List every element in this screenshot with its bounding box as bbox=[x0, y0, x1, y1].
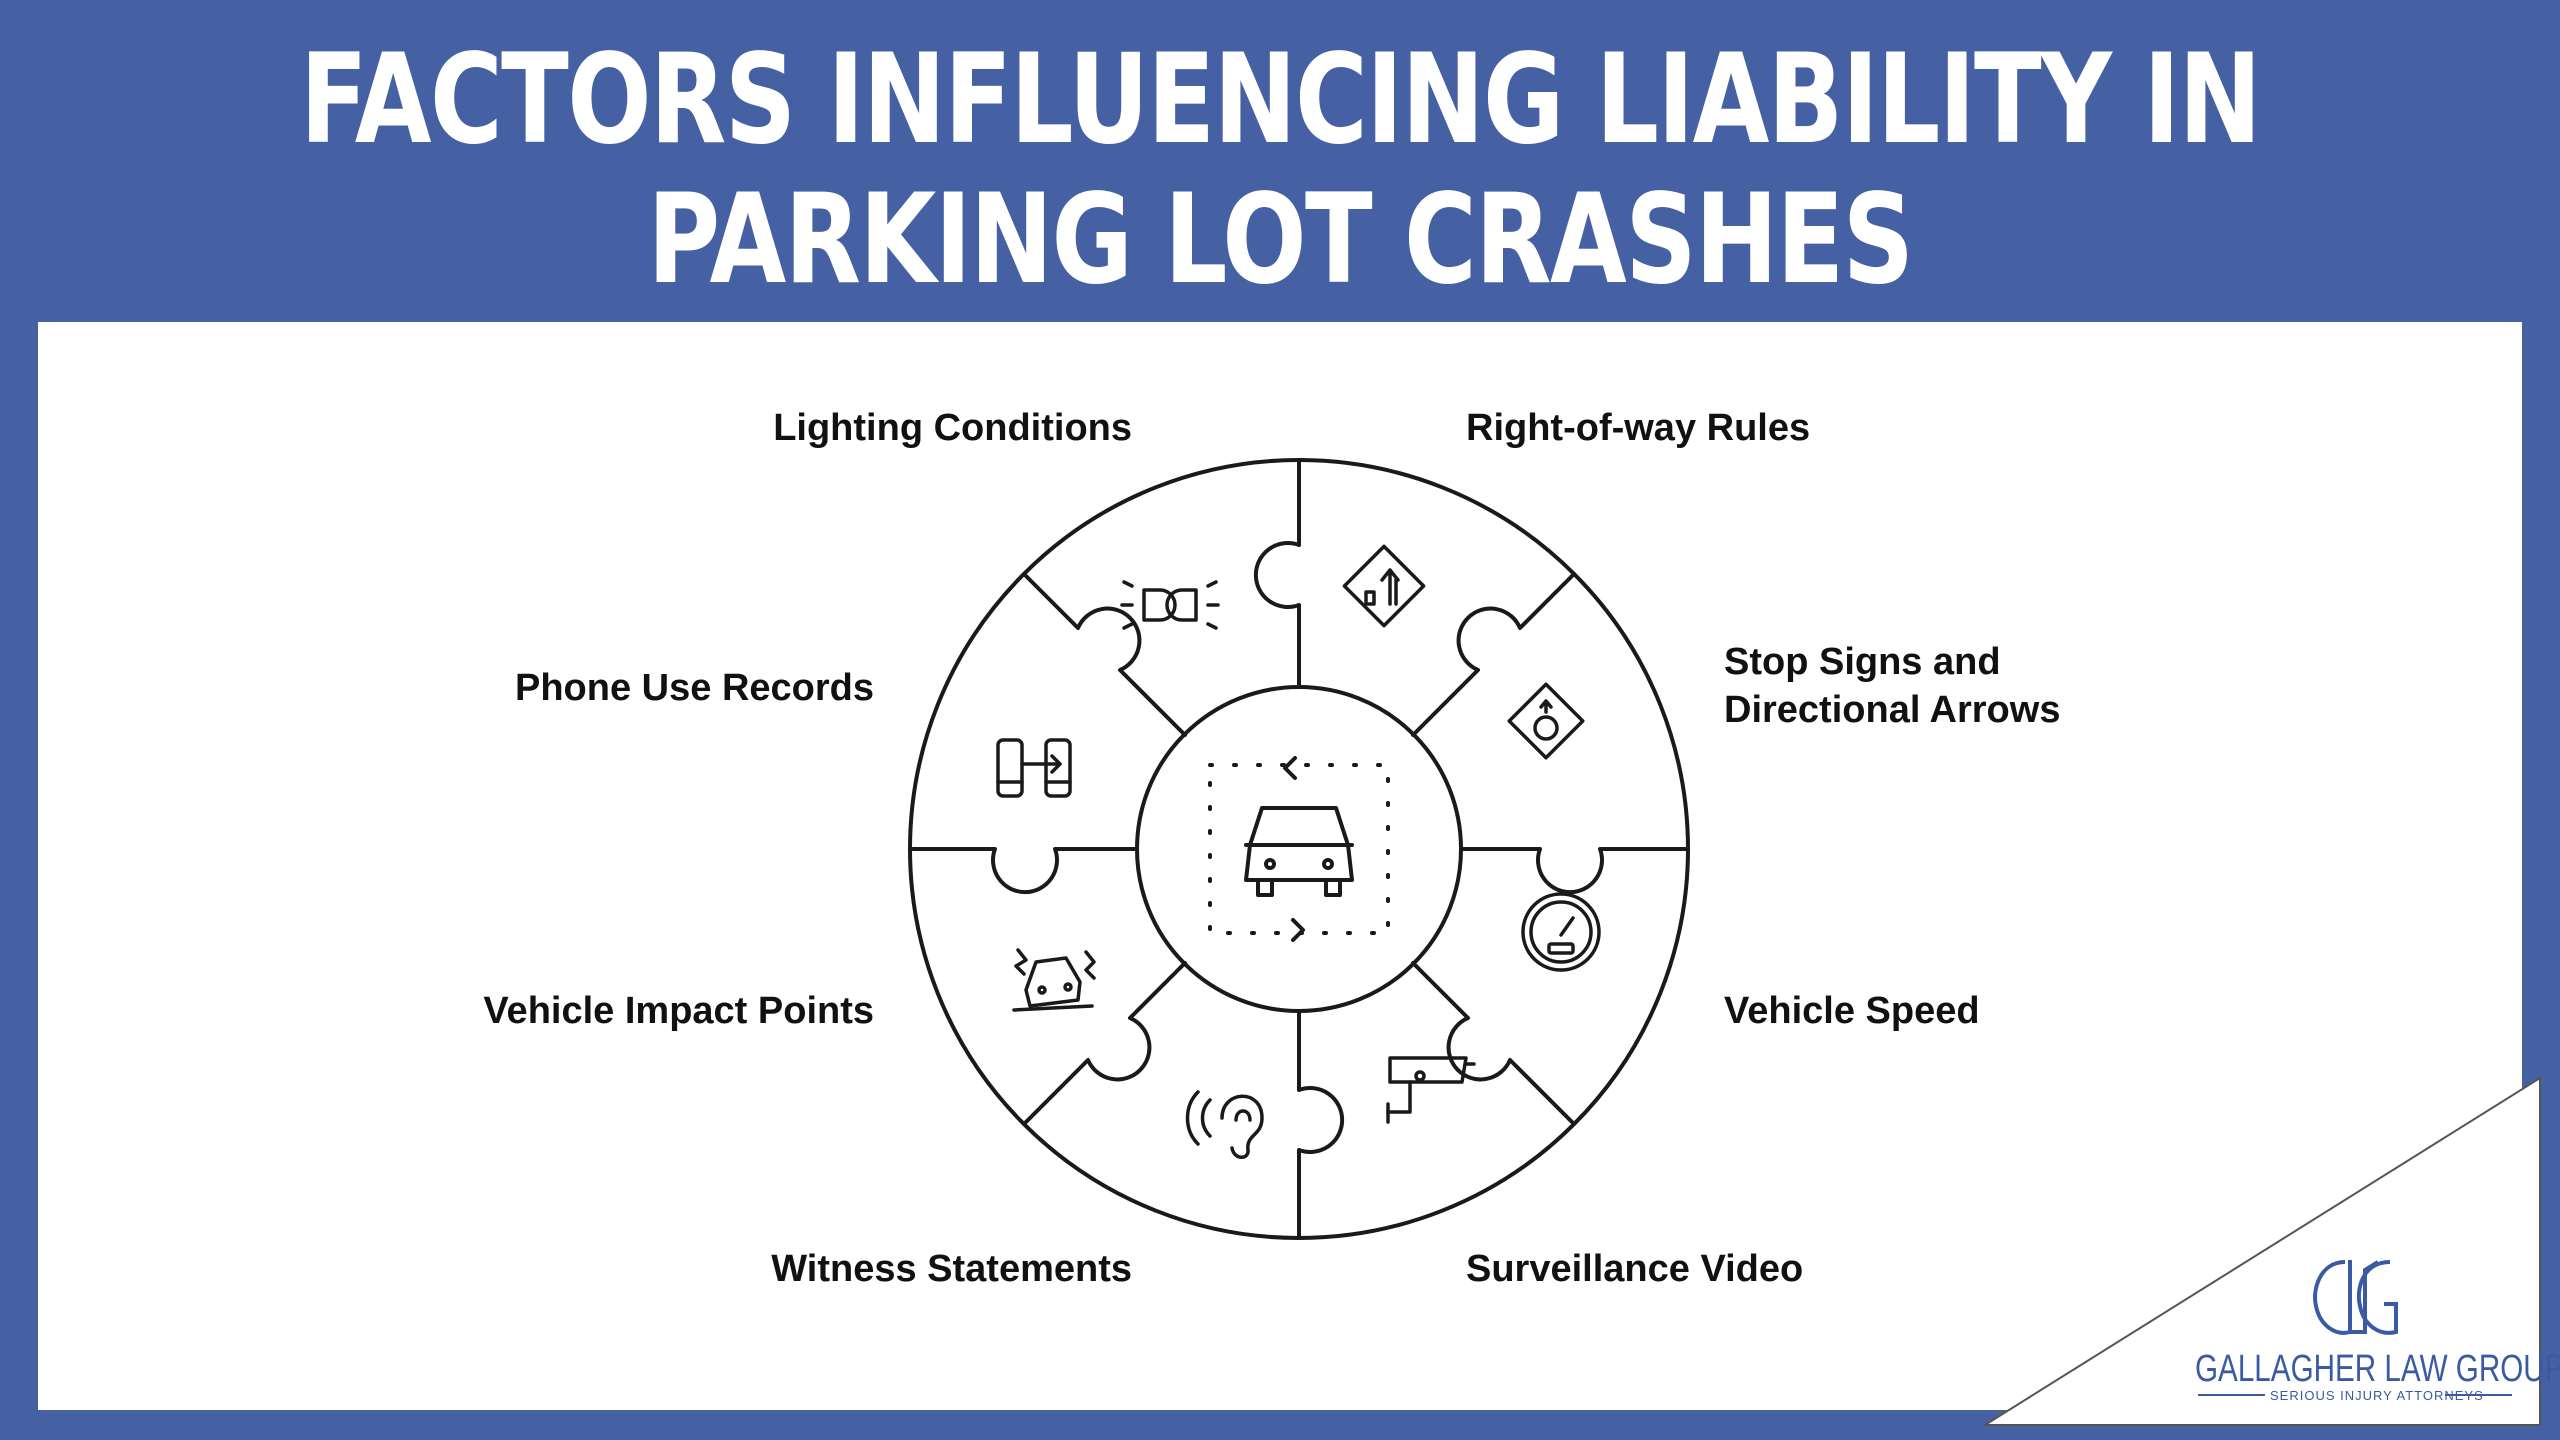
label-witness-statements: Witness Statements bbox=[771, 1248, 1132, 1290]
divider-top-right bbox=[1411, 572, 1576, 737]
content-panel bbox=[38, 322, 2522, 1410]
label-vehicle-speed: Vehicle Speed bbox=[1724, 990, 1980, 1032]
title-line-1: FACTORS INFLUENCING LIABILITY IN bbox=[299, 28, 2262, 172]
label-lighting-conditions: Lighting Conditions bbox=[773, 407, 1132, 449]
divider-bottom-left bbox=[1022, 961, 1187, 1126]
road-sign-icon bbox=[1342, 544, 1426, 628]
page-title: FACTORS INFLUENCING LIABILITY IN PARKING… bbox=[256, 30, 2304, 310]
logo-tagline: SERIOUS INJURY ATTORNEYS bbox=[2270, 1388, 2484, 1403]
crash-icon bbox=[1012, 948, 1096, 1012]
label-surveillance-video: Surveillance Video bbox=[1466, 1248, 1804, 1290]
label-phone-use: Phone Use Records bbox=[515, 667, 874, 709]
car-center-icon bbox=[1208, 756, 1390, 942]
label-vehicle-impact: Vehicle Impact Points bbox=[483, 990, 874, 1032]
label-right-of-way: Right-of-way Rules bbox=[1466, 407, 1811, 449]
speedometer-icon bbox=[1521, 892, 1601, 972]
phone-icon bbox=[996, 738, 1072, 798]
logo-name: GALLAGHER LAW GROUP bbox=[2195, 1348, 2560, 1390]
divider-left bbox=[908, 847, 1139, 895]
camera-icon bbox=[1386, 1056, 1476, 1124]
label-stop-signs-line2: Directional Arrows bbox=[1724, 689, 2061, 731]
headlight-icon bbox=[1120, 580, 1220, 630]
divider-right bbox=[1459, 847, 1690, 895]
stop-sign-icon bbox=[1507, 682, 1585, 760]
label-stop-signs: Stop Signs and Directional Arrows bbox=[1724, 638, 2060, 734]
logo-triangle bbox=[1981, 1076, 2541, 1426]
puzzle-wheel bbox=[908, 458, 1690, 1240]
ear-icon bbox=[1185, 1090, 1264, 1159]
logo-monogram bbox=[2313, 1260, 2398, 1335]
label-stop-signs-line1: Stop Signs and bbox=[1724, 641, 2001, 683]
divider-top-left bbox=[1022, 572, 1187, 737]
divider-bottom-right bbox=[1411, 961, 1576, 1126]
divider-bottom bbox=[1297, 1009, 1345, 1240]
title-line-2: PARKING LOT CRASHES bbox=[647, 168, 1915, 312]
divider-top bbox=[1253, 458, 1301, 689]
